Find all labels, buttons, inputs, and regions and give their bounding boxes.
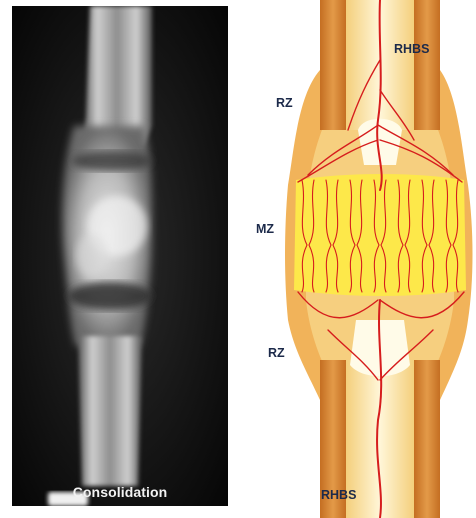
xray-image: Consolidation xyxy=(12,6,228,506)
cortex-right-bottom xyxy=(414,360,440,518)
label-rz-top: RZ xyxy=(276,96,293,110)
label-rhbs-bottom: RHBS xyxy=(321,488,356,502)
cortex-right-top xyxy=(414,0,440,130)
cortex-left-top xyxy=(320,0,346,130)
callus-diagram: RHBS RZ MZ RZ RHBS xyxy=(228,0,476,518)
xray-bone-illustration xyxy=(12,6,228,506)
callus-illustration xyxy=(228,0,476,518)
mineralized-zone xyxy=(294,174,466,296)
label-rhbs-top: RHBS xyxy=(394,42,429,56)
xray-caption: Consolidation xyxy=(12,484,228,500)
label-rz-bottom: RZ xyxy=(268,346,285,360)
label-mz: MZ xyxy=(256,222,274,236)
